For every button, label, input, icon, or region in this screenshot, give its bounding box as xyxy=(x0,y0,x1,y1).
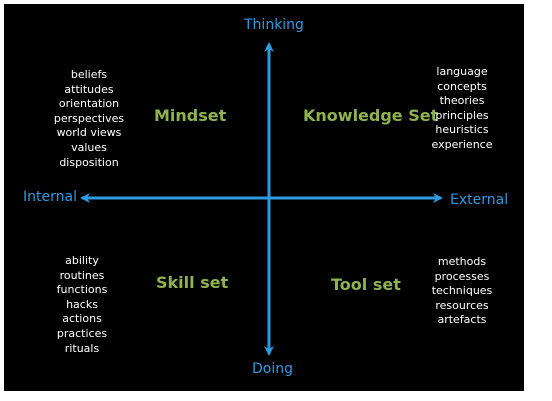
axis-label-bottom: Doing xyxy=(252,361,293,377)
list-item: values xyxy=(71,140,107,154)
list-item: routines xyxy=(59,268,105,282)
mindset-list: beliefs attitudes orientation perspectiv… xyxy=(44,68,134,170)
list-item: practices xyxy=(56,326,108,340)
quadrant-title-tool-set: Tool set xyxy=(331,275,401,294)
tool-set-list: methods processes techniques resources a… xyxy=(417,255,507,328)
list-item: beliefs xyxy=(70,68,108,81)
list-item: theories xyxy=(439,94,485,108)
list-item: methods xyxy=(437,255,487,268)
quadrant-title-mindset: Mindset xyxy=(154,106,227,125)
list-item: functions xyxy=(56,283,108,297)
list-item: artefacts xyxy=(437,313,487,327)
axis-label-left: Internal xyxy=(23,189,77,205)
diagram-canvas: Thinking Doing Internal External Mindset… xyxy=(4,4,524,391)
list-item: disposition xyxy=(59,155,119,169)
axis-label-right: External xyxy=(450,192,509,208)
knowledge-set-list: language concepts theories principles he… xyxy=(417,65,507,153)
list-item: experience xyxy=(431,137,493,151)
quadrant-title-knowledge-set: Knowledge Set xyxy=(303,106,439,125)
list-item: concepts xyxy=(437,79,487,93)
list-item: orientation xyxy=(58,97,120,111)
list-item: ability xyxy=(65,254,99,267)
axis-label-top: Thinking xyxy=(244,17,304,33)
list-item: heuristics xyxy=(435,123,489,137)
list-item: attitudes xyxy=(64,82,114,96)
list-item: processes xyxy=(434,269,490,283)
list-item: principles xyxy=(435,108,489,122)
axes xyxy=(80,42,443,356)
list-item: world views xyxy=(56,126,122,140)
list-item: rituals xyxy=(64,341,100,355)
quadrant-title-skill-set: Skill set xyxy=(156,273,229,292)
list-item: techniques xyxy=(431,284,493,298)
list-item: perspectives xyxy=(53,111,125,125)
list-item: hacks xyxy=(66,297,98,311)
list-item: language xyxy=(436,65,488,78)
list-item: actions xyxy=(62,312,102,326)
list-item: resources xyxy=(435,298,489,312)
skill-set-list: ability routines functions hacks actions… xyxy=(42,254,122,356)
